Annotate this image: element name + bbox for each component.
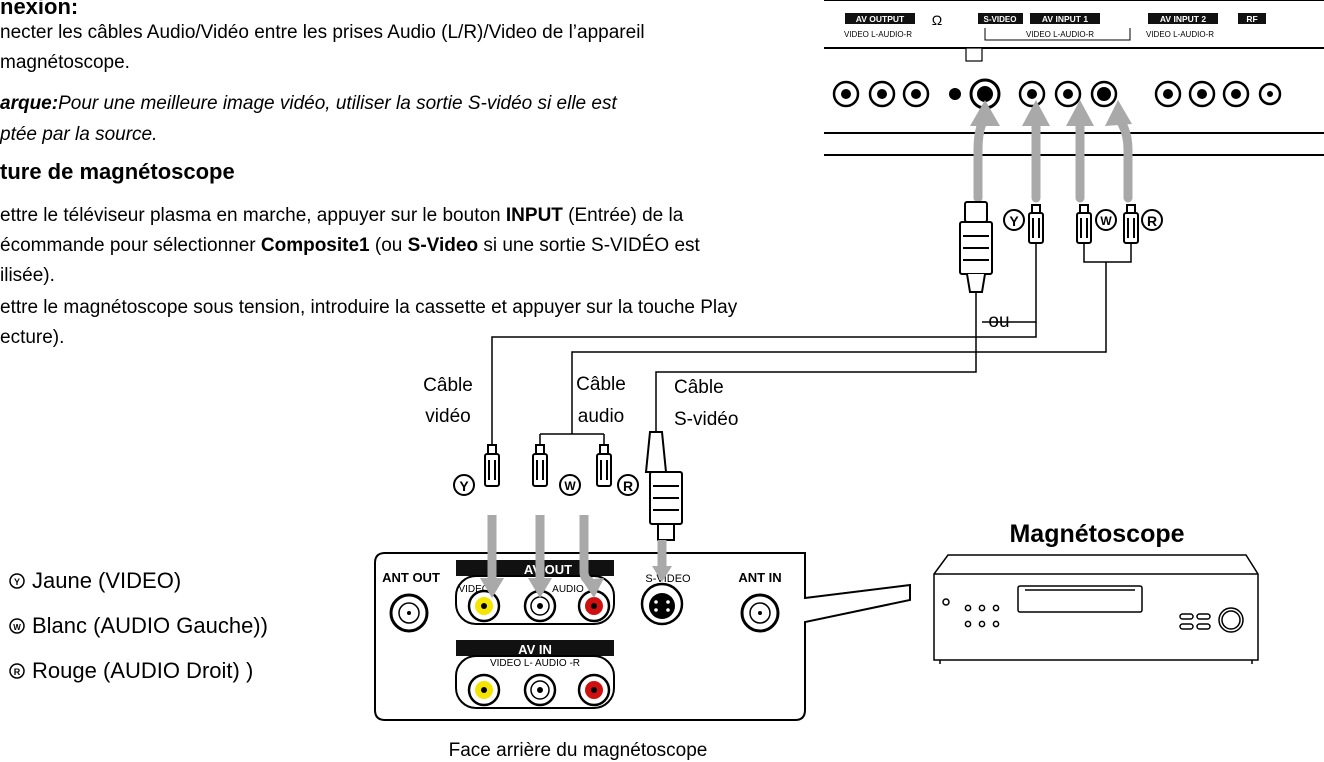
ou-label: ou — [988, 311, 1009, 332]
tv-rf-label: RF — [1246, 14, 1257, 24]
tv-av-input2-label: AV INPUT 2 — [1160, 14, 1206, 24]
step1-text: si une sortie S-VIDÉO est — [478, 235, 700, 256]
step1-composite: Composite1 — [260, 235, 370, 256]
step1-line3: ilisée). — [0, 265, 55, 286]
step2-line2: ecture). — [0, 327, 65, 348]
cable-audio-label-1: Câble — [576, 374, 626, 395]
av-in-label: AV IN — [518, 642, 552, 657]
av-out-video-label: VIDEO — [458, 584, 489, 595]
heading-connexion: nexion: — [0, 0, 79, 19]
tv-av-output-label: AV OUTPUT — [856, 14, 905, 24]
marker-r-icon: R — [1147, 213, 1157, 229]
remarque: arque:Pour une meilleure image vidéo, ut… — [0, 93, 617, 115]
legend-item-white: Blanc (AUDIO Gauche)) — [32, 613, 268, 638]
instruction-line-2: magnétoscope. — [0, 52, 130, 73]
marker-w-icon: W — [564, 479, 576, 493]
tv-av-input1-label: AV INPUT 1 — [1042, 14, 1088, 24]
step1-svideo: S-Video — [407, 235, 479, 256]
tv-av-input1-sub: VIDEO L-AUDIO-R — [1026, 30, 1094, 39]
vcr-device — [933, 554, 1259, 664]
remarque-label: arque: — [0, 93, 59, 114]
tv-av-input2-sub: VIDEO L-AUDIO-R — [1146, 30, 1214, 39]
legend-item-red: Rouge (AUDIO Droit) ) — [32, 658, 253, 683]
tv-arrowheads — [970, 100, 1132, 126]
ant-in-label: ANT IN — [738, 570, 781, 585]
legend-item-yellow: Jaune (VIDEO) — [32, 568, 181, 593]
cable-audio-label-2: audio — [578, 406, 625, 427]
lower-plugs — [484, 431, 683, 541]
vcr-back-panel: ANT OUT AV OUT VIDEO AUDIO S-VIDEO ANT I… — [374, 552, 911, 721]
step1-text: (Entrée) de la — [562, 205, 684, 226]
tv-arrows — [973, 113, 1133, 203]
step2-line1: ettre le magnétoscope sous tension, intr… — [0, 297, 738, 318]
upper-plug-markers: Y W R — [1003, 209, 1163, 231]
cable-video-label-1: Câble — [423, 375, 473, 396]
marker-r-icon: R — [623, 478, 633, 494]
instruction-line-1: necter les câbles Audio/Vidéo entre les … — [0, 22, 645, 43]
step1-text: ettre le téléviseur plasma en marche, ap… — [0, 205, 506, 226]
remarque-text: Pour une meilleure image vidéo, utiliser… — [58, 93, 617, 114]
cable-video-label-2: vidéo — [425, 406, 470, 427]
cable-svideo-label-2: S-vidéo — [674, 409, 738, 430]
marker-w-icon: W — [1100, 214, 1112, 228]
headphone-icon: Ω — [932, 12, 942, 28]
legend: Y Jaune (VIDEO) W Blanc (AUDIO Gauche)) … — [9, 568, 268, 683]
step1-text: écommande pour sélectionner — [0, 235, 261, 256]
cables — [491, 243, 1132, 445]
vcr-arrowheads — [480, 566, 672, 598]
av-out-audio-label: AUDIO — [552, 584, 584, 595]
tv-svideo-label: S-VIDEO — [984, 15, 1017, 24]
tv-av-output-sub: VIDEO L-AUDIO-R — [844, 30, 912, 39]
svideo-label: S-VIDEO — [645, 573, 691, 585]
heading-lecture: ture de magnétoscope — [0, 159, 235, 184]
vcr-title: Magnétoscope — [1009, 520, 1184, 548]
upper-plugs — [959, 201, 1139, 293]
legend-w-icon: W — [13, 623, 21, 632]
legend-r-icon: R — [14, 667, 21, 677]
step1-input: INPUT — [505, 205, 563, 226]
step1-line1: ettre le téléviseur plasma en marche, ap… — [0, 205, 683, 227]
legend-y-icon: Y — [14, 577, 20, 587]
step1-text: (ou — [369, 235, 408, 256]
remarque-line-2: ptée par la source. — [0, 124, 158, 145]
av-in-sub-label: VIDEO L- AUDIO -R — [490, 658, 580, 669]
cable-svideo-label-1: Câble — [674, 377, 724, 398]
av-out-label: AV OUT — [524, 562, 572, 577]
marker-y-icon: Y — [459, 478, 469, 494]
ant-out-label: ANT OUT — [382, 570, 440, 585]
step1-line2: écommande pour sélectionner Composite1 (… — [0, 235, 700, 257]
tv-back-panel: AV OUTPUT VIDEO L-AUDIO-R Ω S-VIDEO AV I… — [824, 0, 1324, 156]
marker-y-icon: Y — [1009, 213, 1019, 229]
vcr-back-caption: Face arrière du magnétoscope — [449, 740, 708, 761]
lower-plug-markers: Y W R — [453, 474, 639, 496]
